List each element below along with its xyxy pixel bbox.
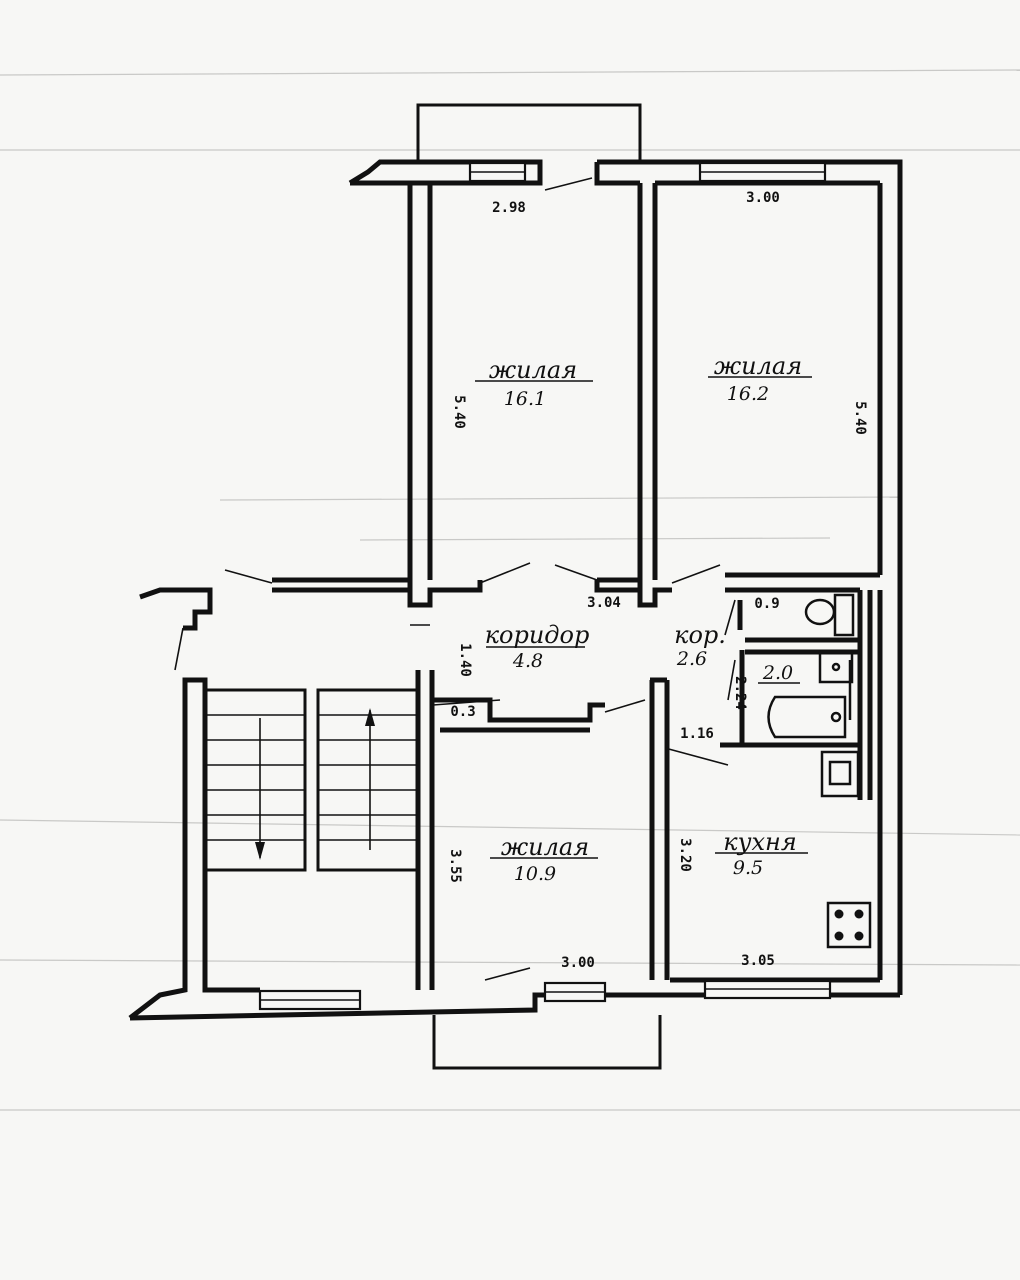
- dim-kitchen-length: 3.20: [677, 838, 693, 872]
- interior-walls: [224, 183, 880, 990]
- washbasin-icon: [818, 650, 854, 684]
- staircase: [203, 688, 420, 872]
- room-label-small-corridor: кор. 2.6: [674, 621, 726, 670]
- room-area: 10.9: [514, 863, 556, 885]
- dim-small-corridor: 2.24: [732, 676, 748, 710]
- room-label-bathroom: 2.0: [758, 662, 800, 684]
- room-name: 2.0: [762, 662, 793, 684]
- scan-background-lines: [0, 69, 1020, 1111]
- stair-arrow-down: [255, 718, 265, 860]
- room-label-living-3: жилая 10.9: [490, 833, 598, 885]
- dim-room2-length: 5.40: [852, 401, 868, 435]
- room-label-kitchen: кухня 9.5: [715, 828, 808, 879]
- room-label-living-2: жилая 16.2: [708, 352, 812, 405]
- stair-arrow-up: [365, 708, 375, 850]
- stove-icon: [826, 901, 872, 949]
- room-area: 16.2: [727, 383, 769, 405]
- dimension-leaders: [410, 177, 593, 981]
- kitchen-sink-icon: [820, 750, 860, 798]
- dim-room2-width: 3.00: [746, 190, 780, 206]
- bottom-balcony: [432, 1015, 662, 1070]
- dim-room1-width: 2.98: [492, 200, 526, 216]
- room-name: коридор: [485, 621, 590, 649]
- room-label-living-1: жилая 16.1: [475, 356, 593, 410]
- room-area: 2.6: [676, 648, 707, 670]
- dim-toilet: 0.9: [754, 596, 779, 612]
- dim-passage: 1.16: [680, 726, 714, 742]
- room-label-corridor: коридор 4.8: [485, 621, 590, 672]
- dim-kitchen-width: 3.05: [741, 953, 775, 969]
- dimension-labels: 2.98 3.00 5.40 5.40 3.04 1.40 0.9 2.24 0…: [447, 190, 868, 971]
- dim-corridor-width: 3.04: [587, 595, 621, 611]
- dim-corridor-depth: 1.40: [457, 643, 473, 677]
- sanitary-fixtures: [767, 593, 872, 949]
- bathtub-icon: [767, 660, 852, 739]
- toilet-icon: [804, 593, 855, 637]
- room-area: 4.8: [512, 650, 543, 672]
- room-area: 9.5: [733, 857, 763, 879]
- windows: [258, 161, 832, 1011]
- dim-closet: 0.3: [450, 704, 475, 720]
- room-name: жилая: [714, 352, 802, 380]
- room-name: кор.: [674, 621, 726, 649]
- room-area: 16.1: [504, 388, 546, 410]
- dim-room1-length: 5.40: [451, 395, 467, 429]
- dim-room3-width: 3.00: [561, 955, 595, 971]
- top-balcony: [416, 103, 642, 160]
- room-name: жилая: [501, 833, 589, 861]
- room-name: кухня: [723, 828, 797, 856]
- stair-treads: [205, 714, 418, 841]
- room-name: жилая: [489, 356, 577, 384]
- dim-room3-length: 3.55: [447, 849, 463, 883]
